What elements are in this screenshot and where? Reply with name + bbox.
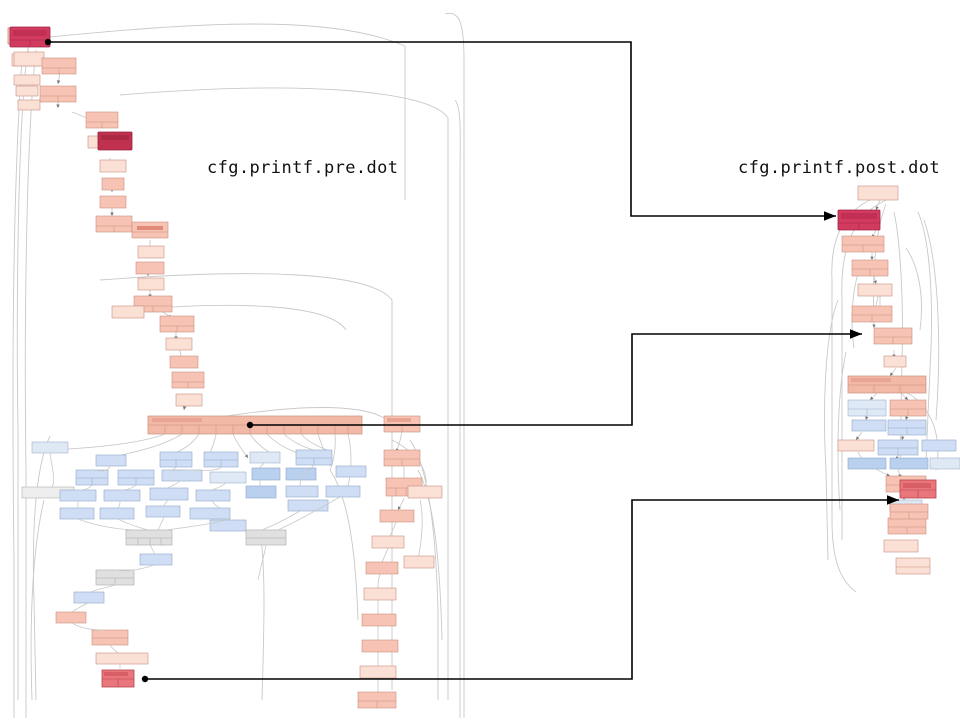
- panel-label-post: cfg.printf.post.dot: [738, 158, 941, 178]
- pre-graph-right-chain: [357, 415, 443, 709]
- pre-graph-mid-cluster: [21, 441, 367, 688]
- connector-entry: [44, 38, 836, 221]
- connector-switch: [246, 329, 862, 429]
- connector-entry-path: [48, 41, 836, 221]
- connector-exit-path: [145, 495, 899, 680]
- pre-graph-upper-chain: [7, 26, 205, 411]
- connector-exit: [141, 495, 899, 683]
- pre-graph-mid-edges: [49, 452, 341, 670]
- post-graph: [824, 185, 960, 593]
- panel-label-pre: cfg.printf.pre.dot: [207, 158, 399, 178]
- connector-switch-path: [250, 329, 862, 426]
